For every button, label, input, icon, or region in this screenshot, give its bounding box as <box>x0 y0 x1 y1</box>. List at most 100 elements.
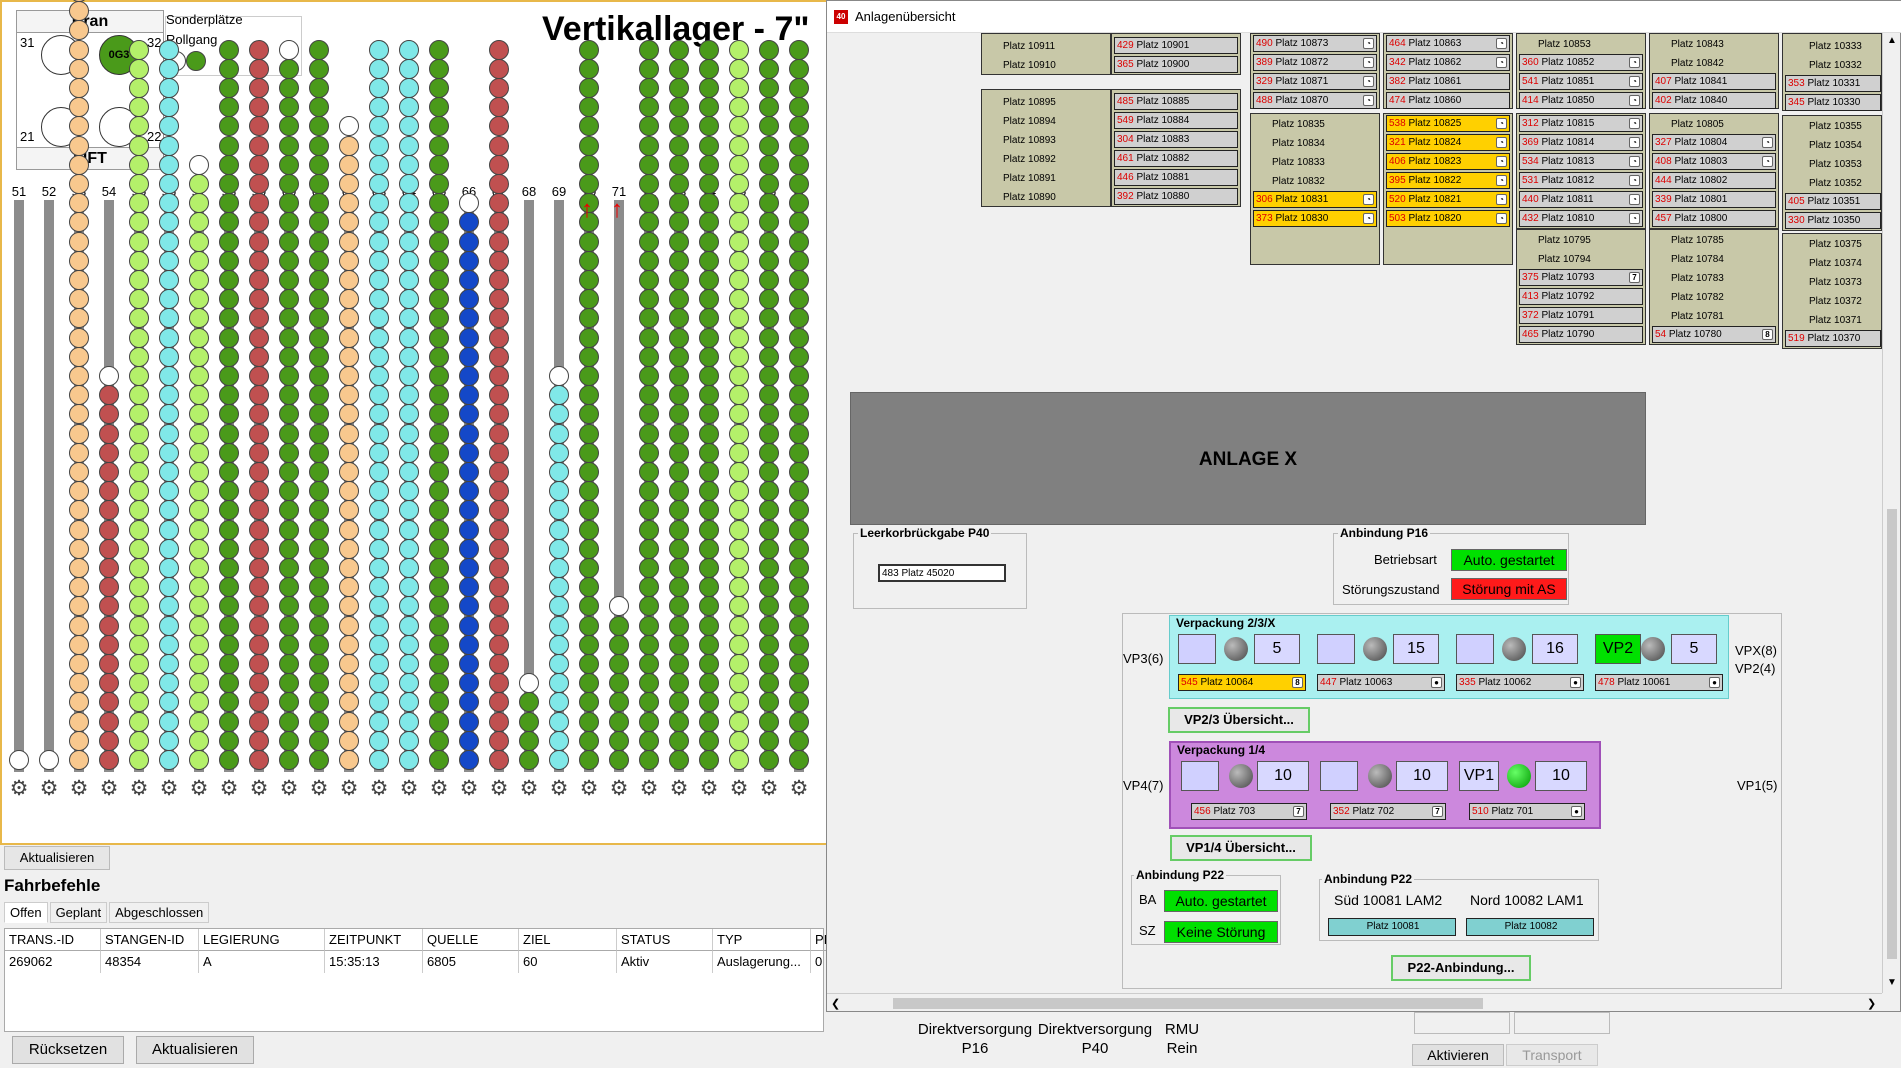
rack-slot[interactable] <box>549 462 569 482</box>
rack-slot[interactable] <box>399 154 419 175</box>
rack-slot[interactable] <box>729 442 749 463</box>
rack-slot[interactable] <box>129 596 149 617</box>
rack-slot[interactable] <box>249 289 269 310</box>
rack-slot[interactable] <box>189 711 209 732</box>
rack-slot[interactable] <box>759 654 779 674</box>
rack-slot[interactable] <box>219 730 239 751</box>
rack-slot[interactable] <box>309 366 329 386</box>
rack-slot[interactable] <box>639 366 659 386</box>
rack-slot[interactable] <box>309 39 329 60</box>
rack-slot[interactable] <box>69 231 89 252</box>
rack-slot[interactable] <box>279 289 299 310</box>
rack-slot[interactable] <box>669 308 689 329</box>
storage-slot[interactable]: 304 Platz 10883 <box>1114 131 1238 148</box>
rack-slot[interactable] <box>219 673 239 694</box>
rack-slot[interactable] <box>729 692 749 713</box>
rack-slot[interactable] <box>279 404 299 425</box>
storage-place[interactable]: Platz 10895 <box>1003 97 1056 108</box>
rack-slot[interactable] <box>99 366 119 386</box>
rack-slot[interactable] <box>549 385 569 406</box>
rack-slot[interactable] <box>789 423 809 444</box>
rack-slot[interactable] <box>129 423 149 444</box>
rack-slot[interactable] <box>489 97 509 118</box>
rack-slot[interactable] <box>99 500 119 521</box>
rack-slot[interactable] <box>429 462 449 482</box>
rack-slot[interactable] <box>399 615 419 636</box>
rack-slot[interactable] <box>729 308 749 329</box>
rack-slot[interactable] <box>429 673 449 694</box>
rack-slot[interactable] <box>549 750 569 770</box>
rack-slot[interactable] <box>369 154 389 175</box>
rack-slot[interactable] <box>699 404 719 425</box>
rack-slot[interactable] <box>489 346 509 367</box>
rack-slot[interactable] <box>699 174 719 194</box>
rack-slot[interactable] <box>279 442 299 463</box>
rack-slot[interactable] <box>279 116 299 137</box>
tab-geplant[interactable]: Geplant <box>49 902 108 923</box>
rack-slot[interactable] <box>339 423 359 444</box>
rack-slot[interactable] <box>129 615 149 636</box>
rack-slot[interactable] <box>189 538 209 559</box>
gear-icon[interactable]: ⚙ <box>339 777 359 800</box>
rack-slot[interactable] <box>759 730 779 751</box>
rack-slot[interactable] <box>309 270 329 290</box>
rack-slot[interactable] <box>759 174 779 194</box>
rack-slot[interactable] <box>489 404 509 425</box>
rack-slot[interactable] <box>219 500 239 521</box>
tab-abgeschlossen[interactable]: Abgeschlossen <box>109 902 210 923</box>
storage-slot[interactable]: 549 Platz 10884 <box>1114 112 1238 129</box>
rack-slot[interactable] <box>369 116 389 137</box>
rack-slot[interactable] <box>459 654 479 674</box>
rack-slot[interactable] <box>729 577 749 598</box>
rack-slot[interactable] <box>669 327 689 348</box>
rack-slot[interactable] <box>279 654 299 674</box>
rack-slot[interactable] <box>579 711 599 732</box>
rack-slot[interactable] <box>369 58 389 79</box>
rack-slot[interactable] <box>429 154 449 175</box>
rack-slot[interactable] <box>579 231 599 252</box>
rack-slot[interactable] <box>99 481 119 502</box>
rack-slot[interactable] <box>369 750 389 770</box>
refresh-button[interactable]: Aktualisieren <box>4 846 110 870</box>
vp23-slot[interactable]: 335 Platz 10062● <box>1456 674 1584 691</box>
reset-button[interactable]: Rücksetzen <box>12 1036 124 1064</box>
rack-slot[interactable] <box>549 692 569 713</box>
rack-slot[interactable] <box>189 404 209 425</box>
rack-slot[interactable] <box>459 500 479 521</box>
rack-slot[interactable] <box>9 750 29 770</box>
rack-slot[interactable] <box>699 366 719 386</box>
rack-slot[interactable] <box>609 750 629 770</box>
rack-slot[interactable] <box>189 692 209 713</box>
gear-icon[interactable]: ⚙ <box>159 777 179 800</box>
scroll-up-icon[interactable]: ▲ <box>1887 35 1897 46</box>
storage-place[interactable]: Platz 10783 <box>1671 273 1724 284</box>
rack-slot[interactable] <box>759 327 779 348</box>
rack-slot[interactable] <box>579 385 599 406</box>
rack-slot[interactable] <box>189 174 209 194</box>
rack-slot[interactable] <box>189 231 209 252</box>
rack-slot[interactable] <box>729 116 749 137</box>
gear-icon[interactable]: ⚙ <box>699 777 719 800</box>
rack-slot[interactable] <box>99 519 119 540</box>
rack-slot[interactable] <box>639 730 659 751</box>
rack-slot[interactable] <box>309 692 329 713</box>
rack-slot[interactable] <box>669 750 689 770</box>
rack-slot[interactable] <box>729 346 749 367</box>
rack-slot[interactable] <box>189 289 209 310</box>
rack-slot[interactable] <box>699 750 719 770</box>
rack-slot[interactable] <box>609 615 629 636</box>
rack-slot[interactable] <box>309 193 329 214</box>
rack-slot[interactable] <box>279 500 299 521</box>
rack-slot[interactable] <box>699 58 719 79</box>
rack-slot[interactable] <box>399 39 419 60</box>
rack-slot[interactable] <box>279 39 299 60</box>
rack-slot[interactable] <box>159 385 179 406</box>
rack-slot[interactable] <box>159 97 179 118</box>
storage-place[interactable]: Platz 10833 <box>1272 157 1325 168</box>
rack-slot[interactable] <box>399 481 419 502</box>
rack-slot[interactable] <box>759 615 779 636</box>
rack-slot[interactable] <box>459 327 479 348</box>
rack-slot[interactable] <box>519 730 539 751</box>
rack-slot[interactable] <box>369 596 389 617</box>
rack-slot[interactable] <box>129 270 149 290</box>
